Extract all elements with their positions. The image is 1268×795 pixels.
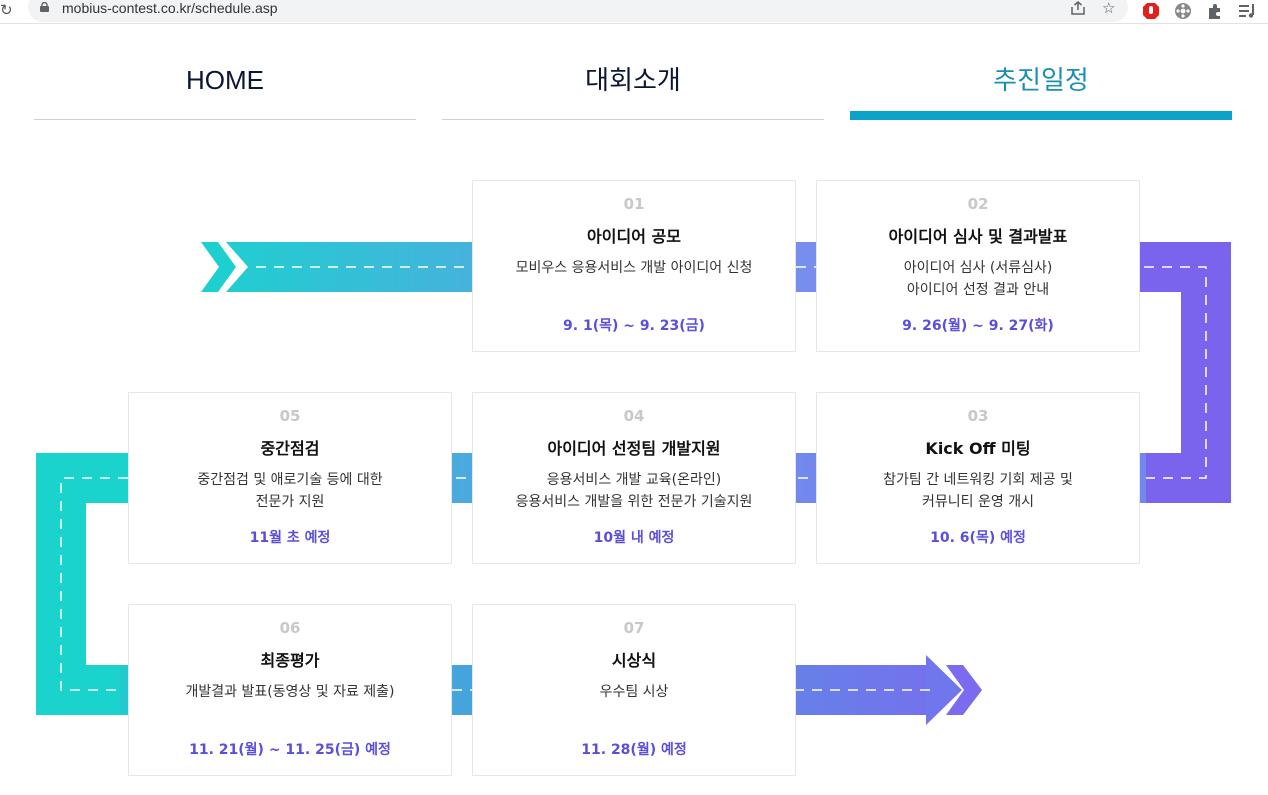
road-left-turn xyxy=(36,453,128,715)
step-description: 참가팀 간 네트워킹 기회 제공 및 커뮤니티 운영 개시 xyxy=(817,469,1139,513)
address-bar[interactable]: mobius-contest.co.kr/schedule.asp ☆ xyxy=(28,0,1128,22)
step-card-06: 06 최종평가 개발결과 발표(동영상 및 자료 제출) 11. 21(월) ~… xyxy=(128,604,452,776)
tab-schedule[interactable]: 추진일정 xyxy=(850,60,1232,120)
step-card-04: 04 아이디어 선정팀 개발지원 응용서비스 개발 교육(온라인) 응용서비스 … xyxy=(472,392,796,564)
step-description-line: 응용서비스 개발 교육(온라인) xyxy=(546,472,722,488)
step-number: 02 xyxy=(967,195,989,213)
step-number: 01 xyxy=(623,195,645,213)
step-description-line: 개발결과 발표(동영상 및 자료 제출) xyxy=(185,684,395,700)
step-description: 우수팀 시상 xyxy=(473,681,795,703)
step-date: 9. 1(목) ~ 9. 23(금) xyxy=(563,318,705,334)
reload-icon[interactable]: ↻ xyxy=(0,1,13,19)
step-description-line: 전문가 지원 xyxy=(255,494,325,510)
step-description-line: 우수팀 시상 xyxy=(599,684,669,700)
step-description: 개발결과 발표(동영상 및 자료 제출) xyxy=(129,681,451,703)
step-description-line: 중간점검 및 애로기술 등에 대한 xyxy=(197,472,383,488)
step-date: 9. 26(월) ~ 9. 27(화) xyxy=(902,318,1054,334)
tab-schedule-label: 추진일정 xyxy=(993,65,1089,95)
step-number: 04 xyxy=(623,407,645,425)
step-date: 11월 초 예정 xyxy=(249,530,331,546)
tab-underline xyxy=(442,119,824,120)
reading-list-icon[interactable] xyxy=(1238,2,1256,20)
step-title: 최종평가 xyxy=(260,651,320,670)
step-title: 아이디어 심사 및 결과발표 xyxy=(888,227,1068,246)
step-description: 모비우스 응용서비스 개발 아이디어 신청 xyxy=(473,257,795,279)
film-reel-extension-icon[interactable] xyxy=(1174,2,1192,20)
step-card-05: 05 중간점검 중간점검 및 애로기술 등에 대한 전문가 지원 11월 초 예… xyxy=(128,392,452,564)
adblock-extension-icon[interactable] xyxy=(1142,2,1160,20)
bookmark-star-icon[interactable]: ☆ xyxy=(1102,0,1116,17)
step-description: 아이디어 심사 (서류심사) 아이디어 선정 결과 안내 xyxy=(817,257,1139,301)
road-right-turn xyxy=(1140,242,1231,503)
browser-toolbar: ↻ mobius-contest.co.kr/schedule.asp ☆ xyxy=(0,0,1268,24)
tab-about-label: 대회소개 xyxy=(585,65,681,95)
step-description: 응용서비스 개발 교육(온라인) 응용서비스 개발을 위한 전문가 기술지원 xyxy=(473,469,795,513)
step-title: 시상식 xyxy=(611,651,657,670)
step-date: 10. 6(목) 예정 xyxy=(930,530,1026,546)
step-number: 07 xyxy=(623,619,645,637)
step-card-07: 07 시상식 우수팀 시상 11. 28(월) 예정 xyxy=(472,604,796,776)
step-card-03: 03 Kick Off 미팅 참가팀 간 네트워킹 기회 제공 및 커뮤니티 운… xyxy=(816,392,1140,564)
step-description-line: 참가팀 간 네트워킹 기회 제공 및 xyxy=(883,472,1073,488)
step-date: 11. 21(월) ~ 11. 25(금) 예정 xyxy=(189,742,391,758)
step-description-line: 아이디어 심사 (서류심사) xyxy=(903,260,1053,276)
tab-home[interactable]: HOME xyxy=(34,60,416,120)
step-description-line: 모비우스 응용서비스 개발 아이디어 신청 xyxy=(515,260,753,276)
step-title: Kick Off 미팅 xyxy=(925,439,1031,458)
step-description-line: 응용서비스 개발을 위한 전문가 기술지원 xyxy=(515,494,753,510)
step-date: 11. 28(월) 예정 xyxy=(581,742,687,758)
share-icon[interactable] xyxy=(1070,1,1086,15)
step-title: 아이디어 공모 xyxy=(587,227,681,246)
step-card-01: 01 아이디어 공모 모비우스 응용서비스 개발 아이디어 신청 9. 1(목)… xyxy=(472,180,796,352)
step-number: 03 xyxy=(967,407,989,425)
step-number: 05 xyxy=(279,407,301,425)
lock-icon xyxy=(40,2,49,12)
step-title: 아이디어 선정팀 개발지원 xyxy=(547,439,721,458)
tab-active-underline xyxy=(850,111,1232,120)
step-description-line: 커뮤니티 운영 개시 xyxy=(922,494,1034,510)
tab-home-label: HOME xyxy=(186,65,264,95)
tab-about[interactable]: 대회소개 xyxy=(442,60,824,120)
step-number: 06 xyxy=(279,619,301,637)
step-card-02: 02 아이디어 심사 및 결과발표 아이디어 심사 (서류심사) 아이디어 선정… xyxy=(816,180,1140,352)
step-title: 중간점검 xyxy=(260,439,320,458)
step-description-line: 아이디어 선정 결과 안내 xyxy=(906,282,1050,298)
step-date: 10월 내 예정 xyxy=(593,530,675,546)
url-text: mobius-contest.co.kr/schedule.asp xyxy=(62,0,278,16)
tab-underline xyxy=(34,119,416,120)
puzzle-extensions-icon[interactable] xyxy=(1206,2,1224,20)
step-description: 중간점검 및 애로기술 등에 대한 전문가 지원 xyxy=(129,469,451,513)
